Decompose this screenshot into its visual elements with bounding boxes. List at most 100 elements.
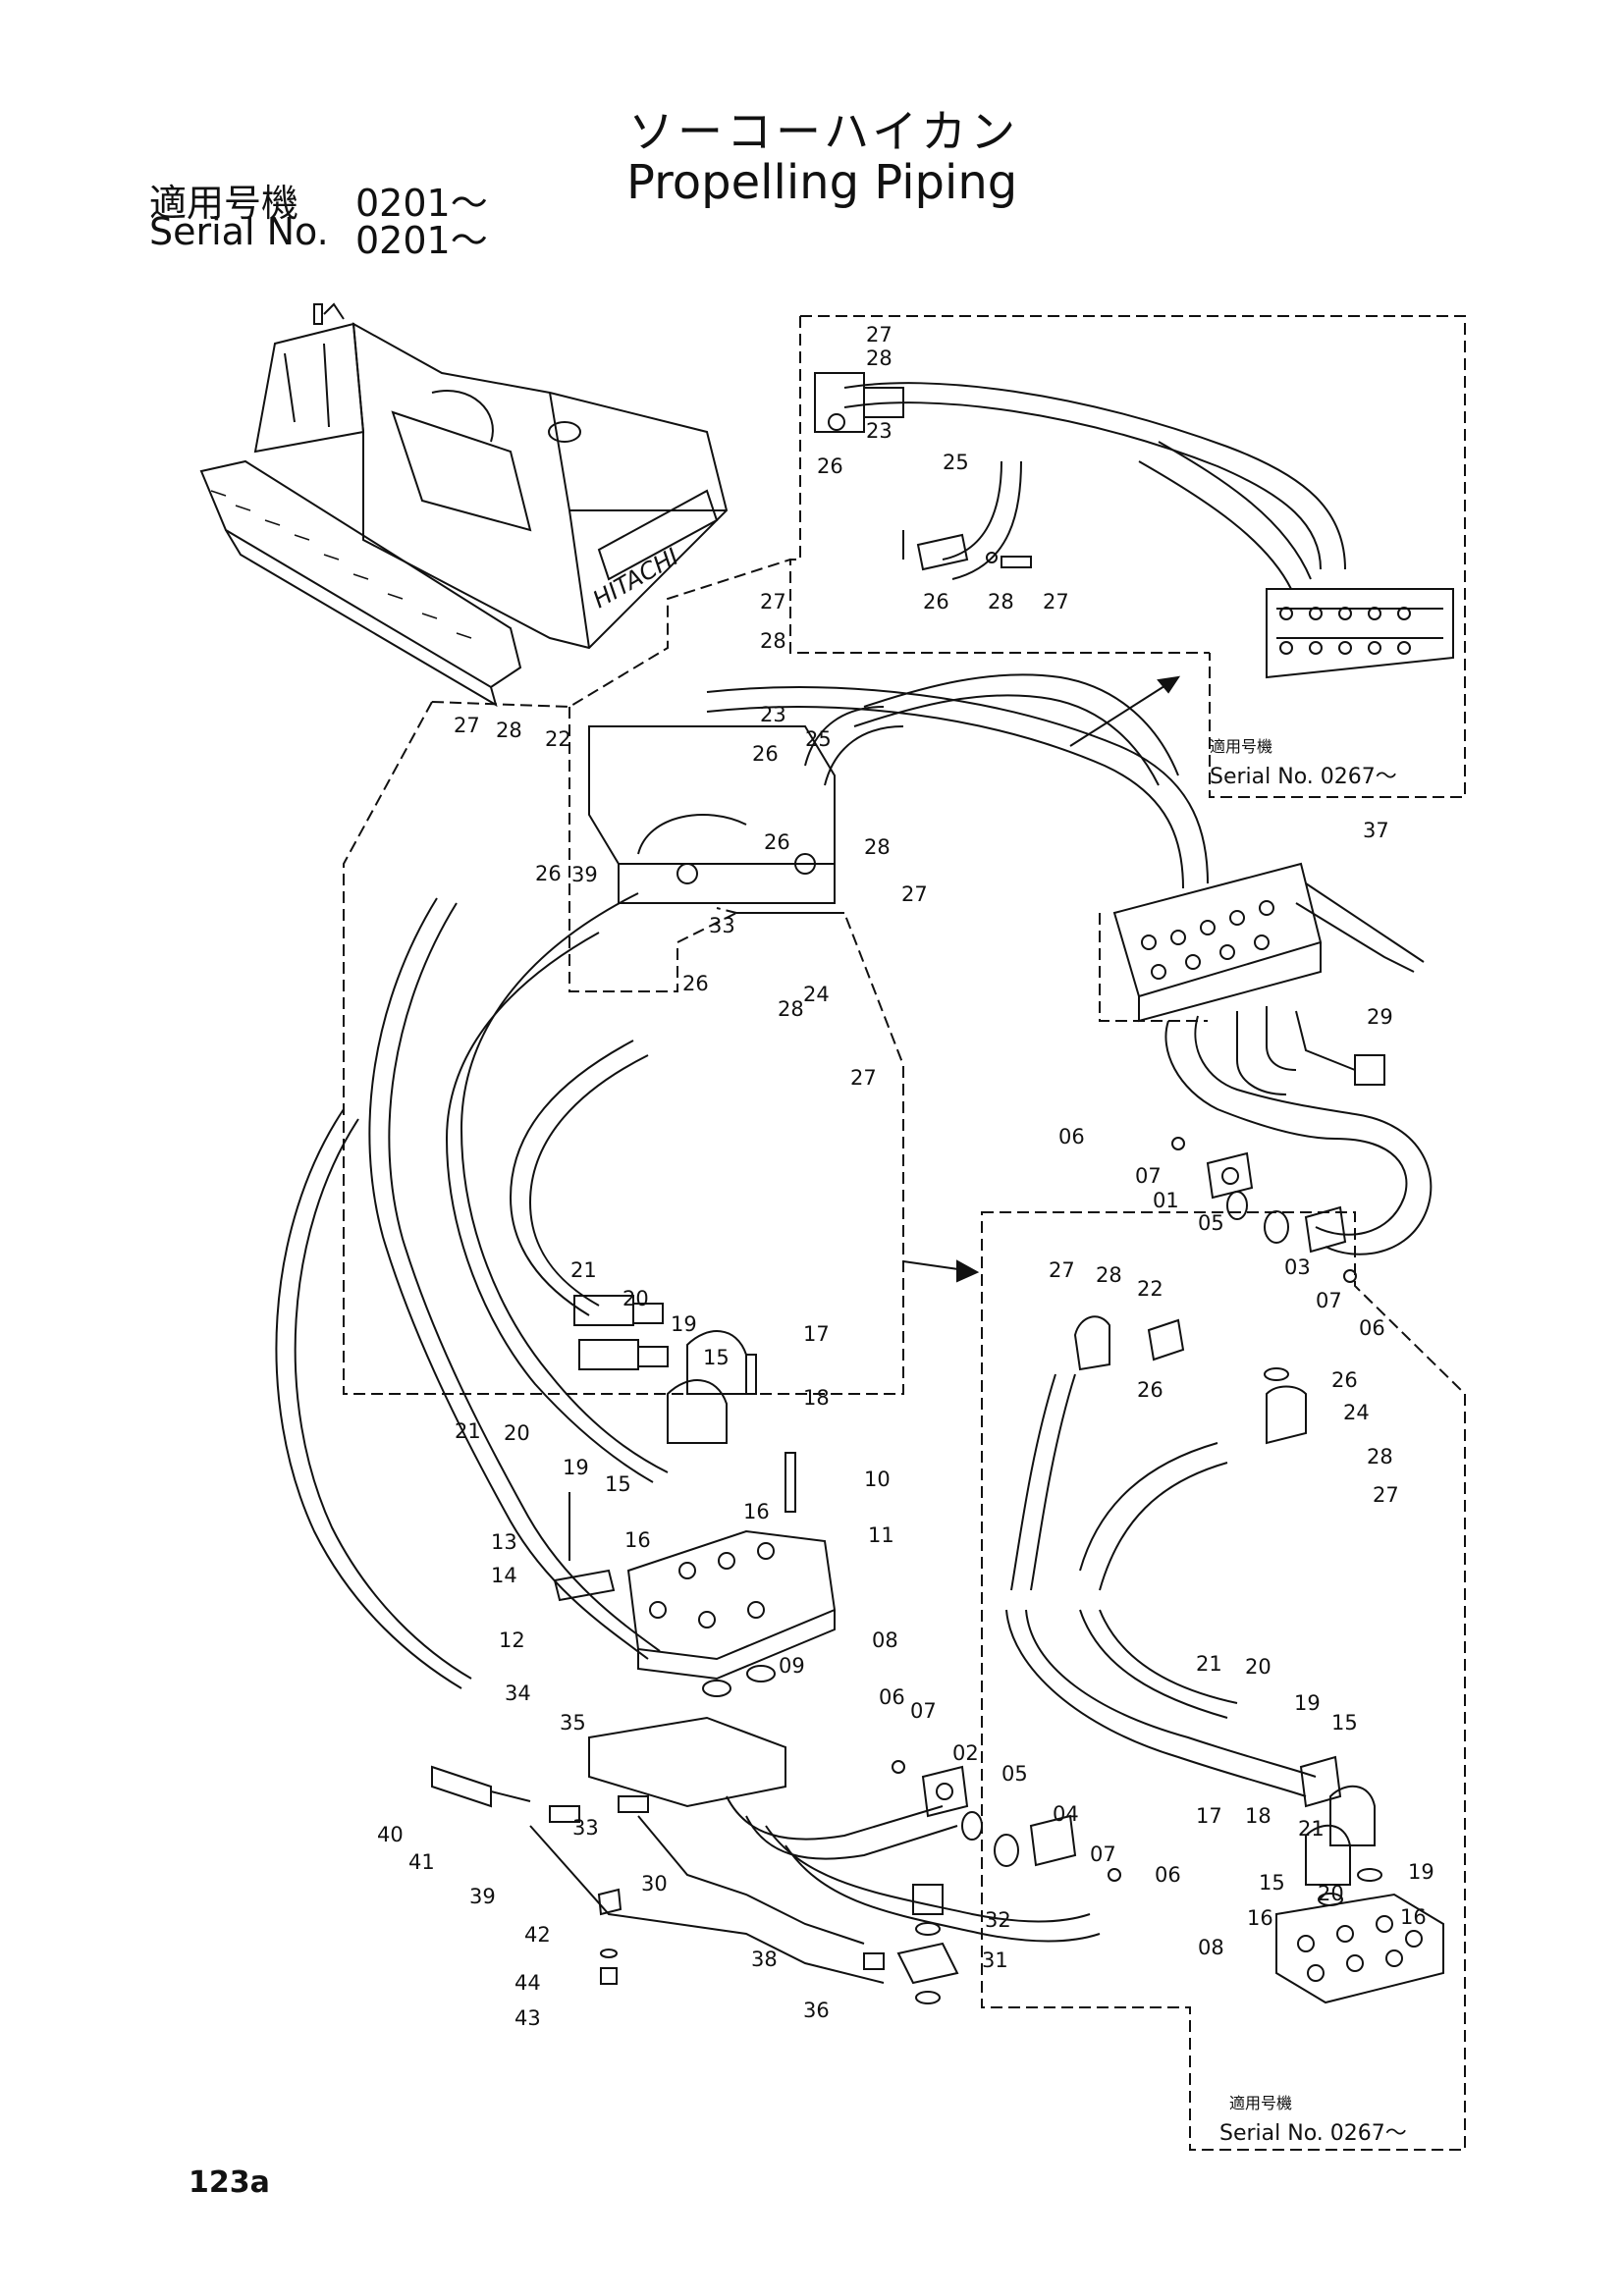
part-callout: 07 — [910, 1699, 937, 1723]
part-callout: 08 — [872, 1629, 898, 1652]
part-callout: 28 — [1096, 1263, 1122, 1287]
excavator-illustration — [199, 302, 729, 708]
part-callout: 04 — [1053, 1802, 1079, 1826]
part-callout: 01 — [1153, 1189, 1179, 1212]
title-english: Propelling Piping — [626, 155, 1018, 210]
part-callout: 24 — [803, 983, 830, 1006]
part-callout: 20 — [504, 1421, 530, 1445]
part-callout: 39 — [571, 863, 598, 886]
part-callout: 29 — [1367, 1005, 1393, 1029]
part-callout: 39 — [469, 1885, 496, 1908]
part-callout: 15 — [703, 1346, 730, 1369]
part-callout: 27 — [901, 882, 928, 906]
part-callout: 20 — [1245, 1655, 1271, 1679]
part-callout: 38 — [751, 1948, 778, 1971]
part-callout: 30 — [641, 1872, 668, 1896]
part-callout: 18 — [1245, 1804, 1271, 1828]
part-callout: 40 — [377, 1823, 404, 1846]
part-callout: 43 — [514, 2006, 541, 2030]
part-callout: 05 — [1001, 1762, 1028, 1786]
part-callout: 26 — [535, 862, 562, 885]
part-callout: 36 — [803, 1999, 830, 2022]
inset-note-jp: 適用号機 — [1229, 2094, 1292, 2112]
part-callout: 19 — [1294, 1691, 1321, 1715]
part-callout: 20 — [1318, 1882, 1344, 1905]
part-callout: 23 — [760, 703, 786, 726]
applicability-value: 0201～ — [355, 182, 488, 225]
part-callout: 25 — [943, 451, 969, 474]
part-callout: 15 — [605, 1472, 631, 1496]
part-callout: 19 — [671, 1312, 697, 1336]
part-callout: 07 — [1135, 1164, 1162, 1188]
part-callout: 07 — [1090, 1842, 1116, 1866]
part-callout: 41 — [408, 1850, 435, 1874]
part-callout: 21 — [570, 1258, 597, 1282]
part-callout: 28 — [988, 590, 1014, 614]
part-callout: 12 — [499, 1629, 525, 1652]
part-callout: 13 — [491, 1530, 517, 1554]
part-callout: 27 — [850, 1066, 877, 1090]
part-callout: 21 — [1298, 1817, 1325, 1841]
part-callout: 26 — [1331, 1368, 1358, 1392]
part-callout: 42 — [524, 1923, 551, 1947]
part-callout: 27 — [454, 714, 480, 737]
part-callout: 28 — [1367, 1445, 1393, 1468]
title-japanese: ソーコーハイカン — [628, 105, 1020, 158]
part-callout: 20 — [622, 1287, 649, 1310]
part-callout: 17 — [1196, 1804, 1222, 1828]
part-callout: 08 — [1198, 1936, 1224, 1959]
part-callout: 06 — [1359, 1316, 1385, 1340]
part-callout: 35 — [560, 1711, 586, 1735]
part-callout: 19 — [1408, 1860, 1434, 1884]
part-callout: 27 — [866, 323, 893, 347]
page-number: 123a — [189, 2165, 270, 2200]
part-callout: 28 — [864, 835, 891, 859]
applicability-label: 適用号機 — [149, 182, 299, 225]
part-callout: 26 — [752, 742, 779, 766]
part-callout: 24 — [1343, 1401, 1370, 1424]
part-callout: 32 — [985, 1908, 1011, 1932]
part-callout: 15 — [1259, 1871, 1285, 1895]
part-callout: 26 — [923, 590, 949, 614]
inset-note-serial: Serial No. 0267～ — [1210, 765, 1397, 789]
part-callout: 33 — [709, 914, 735, 937]
part-callout: 06 — [879, 1685, 905, 1709]
part-callout: 28 — [496, 719, 522, 742]
part-callout: 16 — [624, 1528, 651, 1552]
part-callout: 27 — [1049, 1258, 1075, 1282]
machine-brand: HITACHI — [588, 543, 683, 614]
part-callout: 07 — [1316, 1289, 1342, 1312]
part-callout: 16 — [743, 1500, 770, 1523]
part-callout: 03 — [1284, 1255, 1311, 1279]
part-callout: 26 — [817, 454, 843, 478]
part-callout: 02 — [952, 1741, 979, 1765]
inset-note-jp: 適用号機 — [1210, 737, 1272, 756]
part-callout: 11 — [868, 1523, 894, 1547]
part-callout: 21 — [455, 1419, 481, 1443]
part-callout: 05 — [1198, 1211, 1224, 1235]
part-callout: 22 — [1137, 1277, 1163, 1301]
part-callout: 25 — [805, 727, 832, 751]
applicability-row-jp: 適用号機 0201～ — [149, 173, 488, 227]
part-callout: 10 — [864, 1468, 891, 1491]
part-callout: 15 — [1331, 1711, 1358, 1735]
part-callout: 27 — [1043, 590, 1069, 614]
part-callout: 26 — [682, 972, 709, 995]
part-callout: 27 — [760, 590, 786, 614]
part-callout: 17 — [803, 1322, 830, 1346]
part-callout: 16 — [1247, 1906, 1273, 1930]
part-callout: 28 — [866, 347, 893, 370]
part-callout: 18 — [803, 1386, 830, 1410]
part-callout: 31 — [982, 1949, 1008, 1972]
part-callout: 44 — [514, 1971, 541, 1995]
part-callout: 27 — [1373, 1483, 1399, 1507]
applicability-label: Serial No. — [149, 210, 329, 253]
part-callout: 33 — [572, 1816, 599, 1840]
part-callout: 23 — [866, 419, 893, 443]
part-callout: 26 — [764, 830, 790, 854]
applicability-row-en: Serial No. 0201～ — [149, 210, 488, 262]
applicability-value: 0201～ — [355, 219, 488, 262]
part-callout: 28 — [778, 997, 804, 1021]
